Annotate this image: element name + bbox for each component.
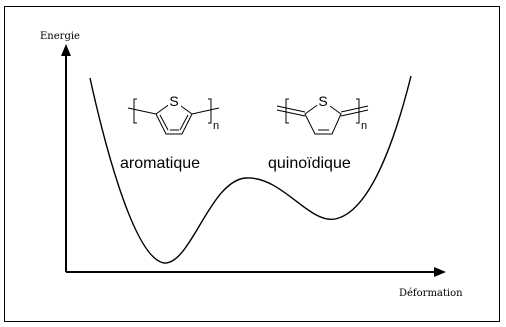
thiophene-ring-quinoid bbox=[304, 100, 342, 135]
bracket-right bbox=[208, 98, 212, 124]
s-atom-background bbox=[317, 93, 330, 107]
bracket-left bbox=[285, 98, 289, 124]
bracket-left bbox=[133, 98, 137, 124]
repeat-subscript: n bbox=[361, 120, 367, 132]
y-axis-arrow-icon bbox=[61, 44, 71, 56]
bracket-right bbox=[356, 98, 360, 124]
y-axis-label: Energie bbox=[40, 31, 80, 42]
quinoid-structure bbox=[276, 98, 369, 135]
x-axis-arrow-icon bbox=[434, 267, 446, 277]
repeat-subscript: n bbox=[213, 120, 219, 132]
thiophene-ring-aromatic bbox=[155, 100, 193, 135]
x-axis bbox=[66, 267, 446, 277]
quinoid-label: quinoïdique bbox=[268, 155, 351, 172]
sulfur-atom-label: S bbox=[169, 93, 178, 109]
aromatic-structure bbox=[127, 98, 220, 135]
aromatic-label: aromatique bbox=[120, 155, 200, 172]
figure-frame bbox=[4, 6, 500, 322]
s-atom-background bbox=[168, 93, 181, 107]
y-axis bbox=[61, 44, 71, 272]
sulfur-atom-label: S bbox=[318, 93, 327, 109]
energy-curve bbox=[89, 75, 412, 264]
x-axis-label: Déformation bbox=[399, 288, 463, 299]
